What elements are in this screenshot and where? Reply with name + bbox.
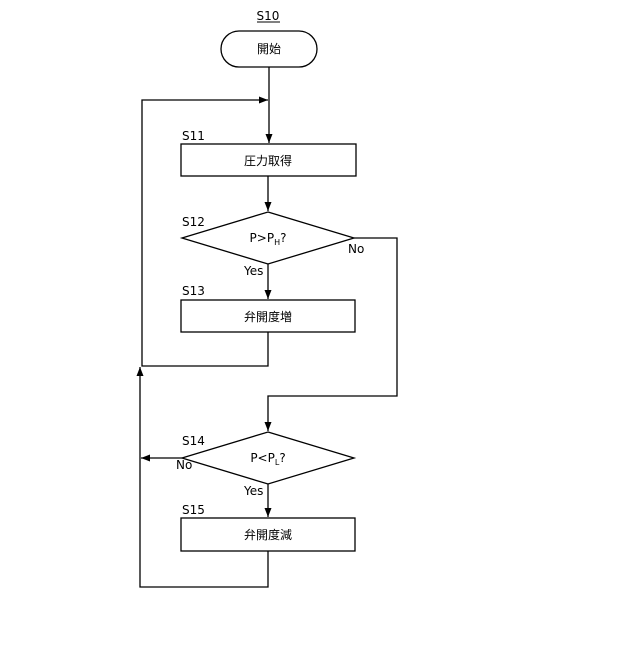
process-s15-text: 弁開度減 — [244, 527, 292, 542]
s14-id-label: S14 — [182, 434, 205, 448]
s13-id-label: S13 — [182, 284, 205, 298]
edge-s12-no-to-s14 — [268, 238, 397, 431]
s12-no-label: No — [348, 242, 364, 256]
s10-id-label: S10 — [257, 9, 280, 23]
process-s13-text: 弁開度増 — [244, 309, 292, 324]
decision-s14-text: P<PL? — [250, 451, 285, 467]
s11-id-label: S11 — [182, 129, 205, 143]
process-s11-text: 圧力取得 — [244, 153, 292, 168]
start-terminal-text: 開始 — [257, 42, 281, 56]
s14-yes-label: Yes — [243, 484, 263, 498]
decision-s12-text: P>PH? — [250, 231, 287, 247]
s12-id-label: S12 — [182, 215, 205, 229]
s15-id-label: S15 — [182, 503, 205, 517]
s14-no-label: No — [176, 458, 192, 472]
s12-yes-label: Yes — [243, 264, 263, 278]
